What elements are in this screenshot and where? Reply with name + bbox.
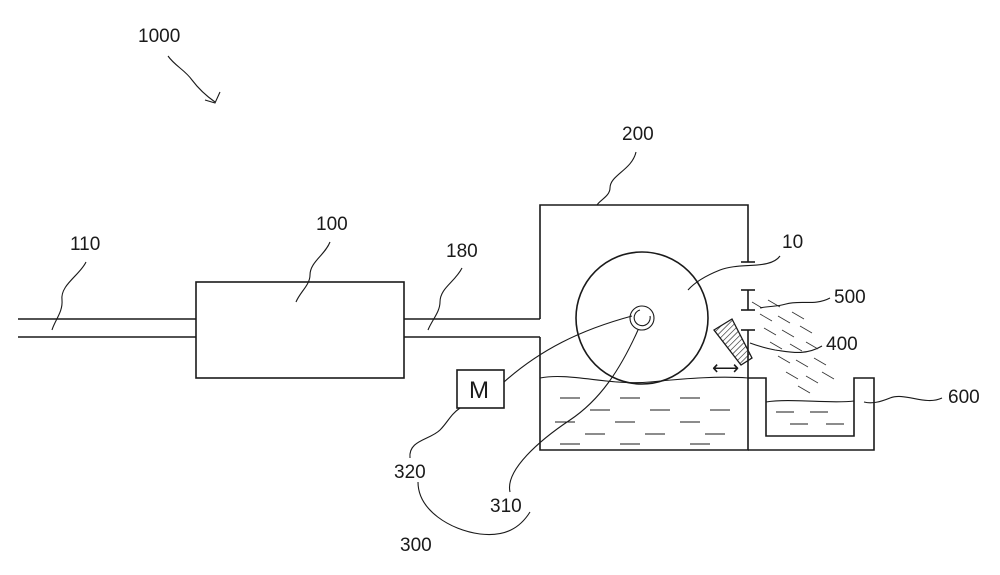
drum-10 bbox=[576, 252, 708, 384]
arrowhead-1000 bbox=[205, 92, 220, 103]
housing-200-outline bbox=[540, 205, 748, 450]
leader-310 bbox=[510, 330, 638, 492]
label-300: 300 bbox=[400, 535, 432, 556]
label-400: 400 bbox=[826, 334, 858, 355]
drum-shaft-rotation bbox=[634, 310, 650, 326]
motor-drive-link bbox=[504, 316, 632, 382]
liquid-dashes-tank bbox=[555, 398, 730, 444]
leader-400 bbox=[750, 343, 822, 353]
label-100: 100 bbox=[316, 214, 348, 235]
label-310: 310 bbox=[490, 496, 522, 517]
liquid-dashes-collector bbox=[776, 412, 844, 424]
label-200: 200 bbox=[622, 124, 654, 145]
leader-500 bbox=[760, 298, 830, 308]
leader-200 bbox=[597, 152, 636, 205]
leader-180 bbox=[428, 268, 462, 330]
label-500: 500 bbox=[834, 287, 866, 308]
liquid-surface-collector bbox=[766, 401, 854, 402]
leader-1000 bbox=[168, 56, 215, 102]
unit-100-box bbox=[196, 282, 404, 378]
label-10: 10 bbox=[782, 232, 803, 253]
leader-320 bbox=[410, 408, 460, 458]
label-600: 600 bbox=[948, 387, 980, 408]
label-320: 320 bbox=[394, 462, 426, 483]
scraper-arrow: ⟷ bbox=[712, 358, 739, 379]
leader-600 bbox=[864, 396, 942, 402]
collector-600-outer bbox=[748, 378, 874, 450]
label-1000: 1000 bbox=[138, 26, 180, 47]
motor-symbol: M bbox=[469, 377, 489, 404]
leader-10 bbox=[688, 256, 780, 290]
label-110: 110 bbox=[70, 234, 100, 255]
leader-100 bbox=[296, 242, 330, 302]
label-180: 180 bbox=[446, 241, 478, 262]
